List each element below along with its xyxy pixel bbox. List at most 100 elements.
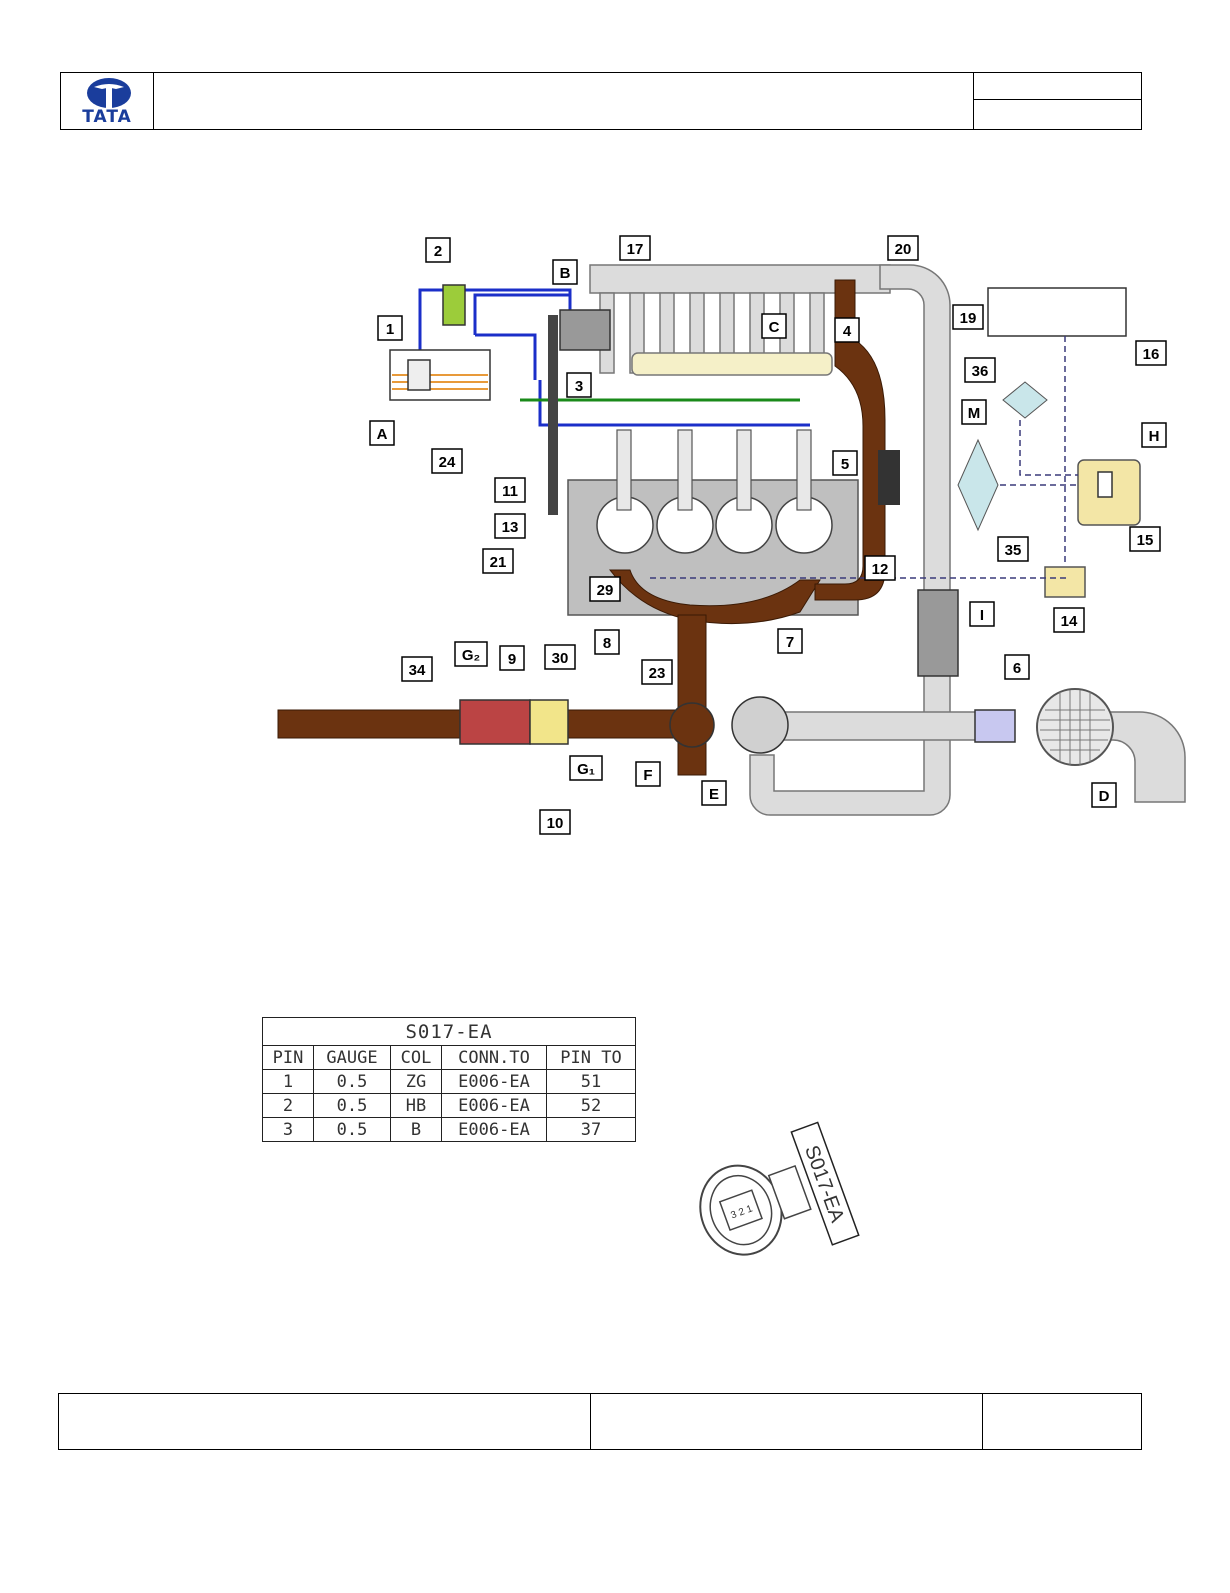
- label-29: 29: [589, 576, 621, 602]
- cell: 37: [546, 1117, 636, 1142]
- svg-text:1: 1: [386, 321, 394, 338]
- svg-text:19: 19: [960, 310, 977, 327]
- svg-text:14: 14: [1061, 613, 1078, 630]
- label-9: 9: [499, 645, 525, 671]
- label-30: 30: [544, 644, 576, 670]
- header-conn-to: CONN.TO: [441, 1045, 547, 1070]
- label-8: 8: [594, 629, 620, 655]
- label-6: 6: [1004, 654, 1030, 680]
- svg-text:A: A: [377, 426, 388, 443]
- header-info-divider: [974, 99, 1142, 100]
- air-filter-mesh: [1040, 690, 1110, 765]
- timing-belt: [548, 315, 558, 515]
- engine-system-diagram: 1 2 3 4 5 6 7 8 9 10 11 12 13 14 15 16 1…: [277, 235, 1186, 835]
- label-7: 7: [777, 628, 803, 654]
- turbocharger-e: [731, 696, 789, 754]
- svg-text:G₁: G₁: [577, 761, 595, 778]
- svg-text:9: 9: [508, 651, 516, 668]
- footer-cell-right: [982, 1394, 1143, 1449]
- cell: 51: [546, 1069, 636, 1094]
- svg-text:8: 8: [603, 635, 611, 652]
- air-mass-meter-6: [974, 709, 1016, 743]
- high-pressure-pump-b: [559, 309, 611, 351]
- svg-text:H: H: [1149, 428, 1160, 445]
- fuel-low-pressure-lines: [418, 288, 810, 427]
- header-gauge: GAUGE: [313, 1045, 391, 1070]
- label-19: 19: [952, 304, 984, 330]
- connector-tag: S017-EA: [800, 1143, 848, 1226]
- intercooler-i: [917, 589, 959, 677]
- svg-text:29: 29: [597, 582, 614, 599]
- label-15: 15: [1129, 526, 1161, 552]
- pedal-box-16: [987, 287, 1127, 337]
- cell: B: [390, 1117, 442, 1142]
- cell: 2: [262, 1093, 314, 1118]
- svg-text:M: M: [968, 405, 981, 422]
- table-row: 2 0.5 HB E006-EA 52: [262, 1093, 636, 1118]
- intake-piping: [589, 264, 1186, 816]
- label-g2: G₂: [454, 641, 488, 667]
- label-i: I: [969, 601, 995, 627]
- connector-pin-table: S017-EA PIN GAUGE COL CONN.TO PIN TO 1 0…: [262, 1017, 636, 1142]
- svg-text:F: F: [643, 767, 652, 784]
- svg-text:24: 24: [439, 454, 456, 471]
- wiring-harness: [650, 336, 1078, 579]
- label-m: M: [961, 399, 987, 425]
- svg-text:G₂: G₂: [462, 647, 480, 664]
- diamond-sensor-upper: [1002, 381, 1048, 419]
- cylinders: [596, 496, 833, 554]
- cell: E006-EA: [441, 1117, 547, 1142]
- label-35: 35: [997, 536, 1029, 562]
- label-36: 36: [964, 357, 996, 383]
- fuel-filter-2: [442, 284, 466, 326]
- svg-text:12: 12: [872, 561, 889, 578]
- cell: 52: [546, 1093, 636, 1118]
- label-h: H: [1141, 422, 1167, 448]
- diamond-sensor-lower: [957, 438, 999, 532]
- svg-text:13: 13: [502, 519, 519, 536]
- label-5: 5: [832, 450, 858, 476]
- svg-text:B: B: [560, 265, 571, 282]
- label-12: 12: [864, 555, 896, 581]
- label-2: 2: [425, 237, 451, 263]
- label-16: 16: [1135, 340, 1167, 366]
- cell: 0.5: [313, 1093, 391, 1118]
- label-14: 14: [1053, 607, 1085, 633]
- air-filter-d: [1036, 688, 1114, 766]
- svg-text:4: 4: [843, 323, 852, 340]
- label-21: 21: [482, 548, 514, 574]
- label-4: 4: [834, 317, 860, 343]
- label-a: A: [369, 420, 395, 446]
- svg-text:36: 36: [972, 363, 989, 380]
- cell: 3: [262, 1117, 314, 1142]
- svg-text:20: 20: [895, 241, 912, 258]
- header-pin: PIN: [262, 1045, 314, 1070]
- svg-text:23: 23: [649, 665, 666, 682]
- svg-text:17: 17: [627, 241, 644, 258]
- catalyst-g1: [529, 699, 569, 745]
- table-row: 3 0.5 B E006-EA 37: [262, 1117, 636, 1142]
- common-rail-c: [631, 352, 833, 376]
- cell: HB: [390, 1093, 442, 1118]
- cell: 1: [262, 1069, 314, 1094]
- label-e: E: [701, 780, 727, 806]
- label-f: F: [635, 761, 661, 787]
- page-footer: [58, 1393, 1142, 1450]
- label-24: 24: [431, 448, 463, 474]
- injectors: [616, 429, 812, 511]
- callout-labels: 1 2 3 4 5 6 7 8 9 10 11 12 13 14 15 16 1…: [369, 235, 1167, 835]
- label-23: 23: [641, 659, 673, 685]
- svg-text:C: C: [769, 319, 780, 336]
- cell: E006-EA: [441, 1093, 547, 1118]
- svg-text:D: D: [1099, 788, 1110, 805]
- label-d: D: [1091, 782, 1117, 808]
- page-header: TATA: [60, 72, 1142, 130]
- svg-text:15: 15: [1137, 532, 1154, 549]
- svg-text:21: 21: [490, 554, 507, 571]
- logo-text: TATA: [82, 107, 132, 127]
- header-info-cell: [973, 73, 1142, 129]
- label-13: 13: [494, 513, 526, 539]
- label-10: 10: [539, 809, 571, 835]
- table-title: S017-EA: [262, 1017, 636, 1046]
- label-34: 34: [401, 656, 433, 682]
